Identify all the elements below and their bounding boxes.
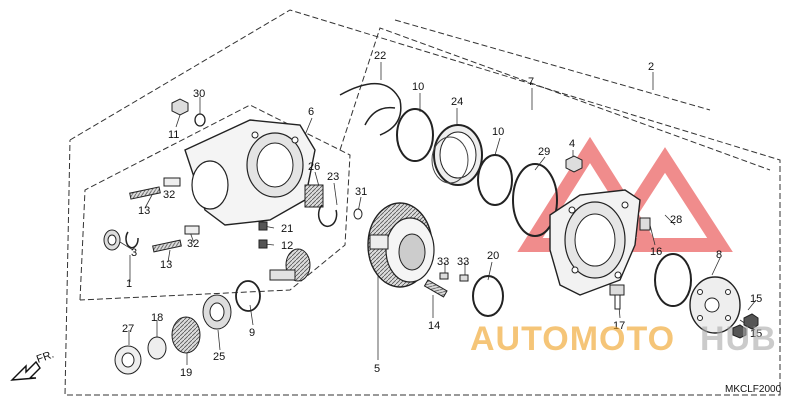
part-21-bolt	[258, 221, 268, 231]
callout-10a: 10	[412, 81, 424, 93]
part-19-seal	[171, 316, 201, 354]
callout-14: 14	[428, 320, 440, 332]
part-drive-pinion	[269, 248, 311, 282]
part-10-oring-lower	[477, 154, 513, 206]
callout-labels: 1 2 3 4 5 6 7 8 9 10 10 11 12 13 13 14 1…	[122, 50, 762, 379]
callout-3: 3	[131, 247, 137, 259]
callout-32b: 32	[187, 238, 199, 250]
callout-26: 26	[308, 161, 320, 173]
part-17-bolt	[609, 284, 625, 310]
part-15-nut-lower	[732, 324, 747, 339]
callout-13a: 13	[138, 205, 150, 217]
part-33-pin-a	[439, 272, 449, 280]
part-27-washer	[114, 345, 142, 375]
part-7-case-cover	[549, 189, 641, 296]
part-22-snap-ring	[339, 82, 402, 136]
callout-15a: 15	[750, 293, 762, 305]
front-direction-arrow	[10, 360, 41, 381]
part-8-flange	[689, 276, 741, 334]
part-4-bolt	[565, 155, 583, 173]
part-26-bearing	[304, 184, 324, 208]
part-9-oring	[235, 280, 261, 312]
part-32-dowel-upper	[163, 177, 181, 187]
callout-12: 12	[281, 240, 293, 252]
part-5-ring-gear	[367, 202, 435, 288]
callout-9: 9	[249, 327, 255, 339]
part-20-oring	[472, 275, 504, 317]
part-11-plug	[171, 98, 189, 116]
callout-33b: 33	[457, 256, 469, 268]
callout-10b: 10	[492, 126, 504, 138]
watermark-text-automoto: AUTOMOTO	[470, 320, 675, 358]
watermark-text: AUTOMOTO HUB	[470, 320, 777, 358]
part-28-oring	[654, 253, 692, 307]
part-13-stud-upper	[129, 186, 161, 200]
callout-32a: 32	[163, 189, 175, 201]
callout-18: 18	[151, 312, 163, 324]
diagram-code: MKCLF2000	[725, 384, 782, 395]
callout-6: 6	[308, 106, 314, 118]
callout-33a: 33	[437, 256, 449, 268]
callout-17: 17	[613, 320, 625, 332]
part-12-bolt	[258, 239, 268, 249]
callout-20: 20	[487, 250, 499, 262]
callout-13b: 13	[160, 259, 172, 271]
part-6-gear-case	[184, 119, 316, 226]
callout-25: 25	[213, 351, 225, 363]
callout-5: 5	[374, 363, 380, 375]
callout-23: 23	[327, 171, 339, 183]
callout-1: 1	[126, 278, 132, 290]
part-25-bearing	[202, 294, 232, 330]
callout-8: 8	[716, 249, 722, 261]
part-30-washer	[194, 113, 206, 127]
callout-4: 4	[569, 138, 575, 150]
callout-28: 28	[670, 214, 682, 226]
callout-22: 22	[374, 50, 386, 62]
part-29-oring	[512, 163, 558, 237]
callout-11: 11	[168, 129, 179, 141]
part-14-stud	[423, 279, 448, 298]
callout-27: 27	[122, 323, 134, 335]
callout-24: 24	[451, 96, 463, 108]
callout-2: 2	[648, 61, 654, 73]
callout-31: 31	[355, 186, 367, 198]
callout-16: 16	[650, 246, 662, 258]
part-16-bolt	[639, 217, 651, 231]
part-33-pin-b	[459, 274, 469, 282]
part-15-nut-upper	[743, 313, 759, 330]
front-direction-label: FR.	[35, 348, 56, 365]
callout-29: 29	[538, 146, 550, 158]
assembly-outline	[64, 9, 781, 396]
callout-21: 21	[281, 223, 293, 235]
callout-7: 7	[528, 76, 534, 88]
part-24-seal	[431, 124, 483, 186]
callout-30: 30	[193, 88, 205, 100]
part-3-clip	[125, 231, 139, 249]
part-13-stud-lower	[152, 239, 182, 253]
part-31-washer	[353, 208, 363, 220]
part-18-spacer	[147, 336, 167, 360]
part-32-dowel-lower	[184, 225, 200, 235]
callout-19: 19	[180, 367, 192, 379]
part-23-clip	[317, 204, 338, 228]
part-10-oring-upper	[396, 108, 434, 162]
watermark-text-hub: HUB	[700, 320, 777, 358]
callout-15b: 15	[750, 328, 762, 340]
part-1-bearing	[103, 229, 121, 251]
